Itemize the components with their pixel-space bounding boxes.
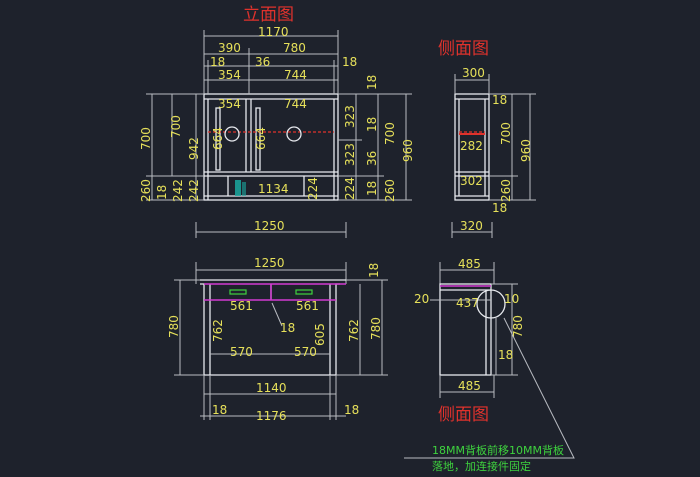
- dim-base-242b: 242: [187, 179, 201, 202]
- side-bottom-outline: [439, 283, 492, 376]
- dim-right-width: 780: [283, 41, 306, 55]
- bottom-dim-side-18-right: 18: [344, 403, 359, 417]
- bottom-dim-side-18-left: 18: [212, 403, 227, 417]
- bottom-dim-top-18: 18: [367, 263, 381, 278]
- dim-left-height-outer: 700: [139, 127, 153, 150]
- bottom-dim-leg-left: 570: [230, 345, 253, 359]
- side-dim-height-700: 700: [499, 122, 513, 145]
- side-bottom-dim-left-20: 20: [414, 292, 429, 306]
- hole-left: [224, 126, 240, 142]
- dim-right-323b: 323: [343, 143, 357, 166]
- side-dim-height-260: 260: [499, 179, 513, 202]
- cyan-logo-mark: [235, 180, 246, 196]
- dim-right-700: 700: [383, 122, 397, 145]
- side-dim-upper-282: 282: [460, 139, 483, 153]
- dim-right-224: 224: [343, 177, 357, 200]
- side-bottom-dim-depth-bottom: 485: [458, 379, 481, 393]
- title-front-elevation: 立面图: [243, 5, 294, 25]
- dim-inside-left: 354: [218, 97, 241, 111]
- dim-panel-mid: 36: [255, 55, 270, 69]
- handle-right: [295, 289, 313, 295]
- dim-panel-right: 18: [342, 55, 357, 69]
- side-dim-top-18: 18: [492, 93, 507, 107]
- side-dim-bottom-18: 18: [492, 201, 507, 215]
- dim-right-36: 36: [365, 151, 379, 166]
- note-line-2: 落地，加连接件固定: [432, 459, 531, 473]
- bottom-dim-width-1176: 1176: [256, 409, 287, 423]
- bottom-dim-h605: 605: [313, 323, 327, 346]
- side-elevation-bottom: 485 20 437 10 780 18 485: [404, 257, 575, 459]
- front-elevation-top: 1170 390 780 18 36 18 354 744 354 744 70…: [139, 25, 415, 238]
- dim-base-18: 18: [155, 185, 169, 200]
- dim-left-inner: 354: [218, 68, 241, 82]
- dim-right-260: 260: [383, 179, 397, 202]
- bottom-dim-width-1140: 1140: [256, 381, 287, 395]
- side-dim-depth: 300: [462, 66, 485, 80]
- dim-overall-width: 1170: [258, 25, 289, 39]
- side-dim-lower-302: 302: [460, 174, 483, 188]
- side-bottom-dim-height-780: 780: [511, 315, 525, 338]
- dim-drawer-height: 224: [306, 177, 320, 200]
- dim-inside-right: 744: [284, 97, 307, 111]
- dim-compartment-left: 664: [211, 127, 225, 150]
- dim-right-inner: 744: [284, 68, 307, 82]
- bottom-dim-h780-left: 780: [167, 315, 181, 338]
- bottom-dim-cell-left: 561: [230, 299, 253, 313]
- dim-left-height-inner: 700: [169, 115, 183, 138]
- cabinet-outline: [203, 93, 339, 201]
- dim-panel-left: 18: [210, 55, 225, 69]
- bottom-dim-cell-right: 561: [296, 299, 319, 313]
- title-side-elevation-top: 侧面图: [438, 39, 489, 59]
- dim-base-242a: 242: [171, 179, 185, 202]
- bottom-dim-h762-right: 762: [347, 319, 361, 342]
- side-bottom-dim-bottom-18: 18: [498, 348, 513, 362]
- dim-left-width: 390: [218, 41, 241, 55]
- side-dim-base-depth: 320: [460, 219, 483, 233]
- dim-base-260: 260: [139, 179, 153, 202]
- dim-drawer-width: 1134: [258, 182, 289, 196]
- bottom-dim-h762-left: 762: [211, 319, 225, 342]
- side-dim-height-960: 960: [519, 139, 533, 162]
- hole-right: [286, 126, 302, 142]
- title-side-elevation-bottom: 侧面图: [438, 405, 489, 425]
- side-elevation-top: 300 18 282 302 18 700 260 960 320: [451, 66, 536, 238]
- dim-right-960: 960: [401, 139, 415, 162]
- dim-right-18b: 18: [365, 117, 379, 132]
- dim-right-18a: 18: [365, 75, 379, 90]
- side-bottom-dim-inner-437: 437: [456, 296, 479, 310]
- dim-right-18c: 18: [365, 181, 379, 196]
- note-line-1: 18MM背板前移10MM背板: [432, 443, 564, 457]
- bottom-dim-overall-width: 1250: [254, 256, 285, 270]
- side-bottom-dim-depth-top: 485: [458, 257, 481, 271]
- detail-circle: [476, 289, 506, 319]
- bottom-dim-h780-right: 780: [369, 317, 383, 340]
- bottom-dim-leg-right: 570: [294, 345, 317, 359]
- bottom-dim-mid-18: 18: [280, 321, 295, 335]
- front-elevation-bottom: 1250 18 561 561 18 570 570 762 605 780 7…: [167, 256, 388, 423]
- side-cabinet-outline: [454, 93, 490, 201]
- handle-left: [229, 289, 247, 295]
- dim-bottom-width: 1250: [254, 219, 285, 233]
- dim-right-323a: 323: [343, 105, 357, 128]
- dim-height-942: 942: [187, 137, 201, 160]
- note-leader-line: [404, 317, 575, 459]
- dim-compartment-right: 664: [254, 127, 268, 150]
